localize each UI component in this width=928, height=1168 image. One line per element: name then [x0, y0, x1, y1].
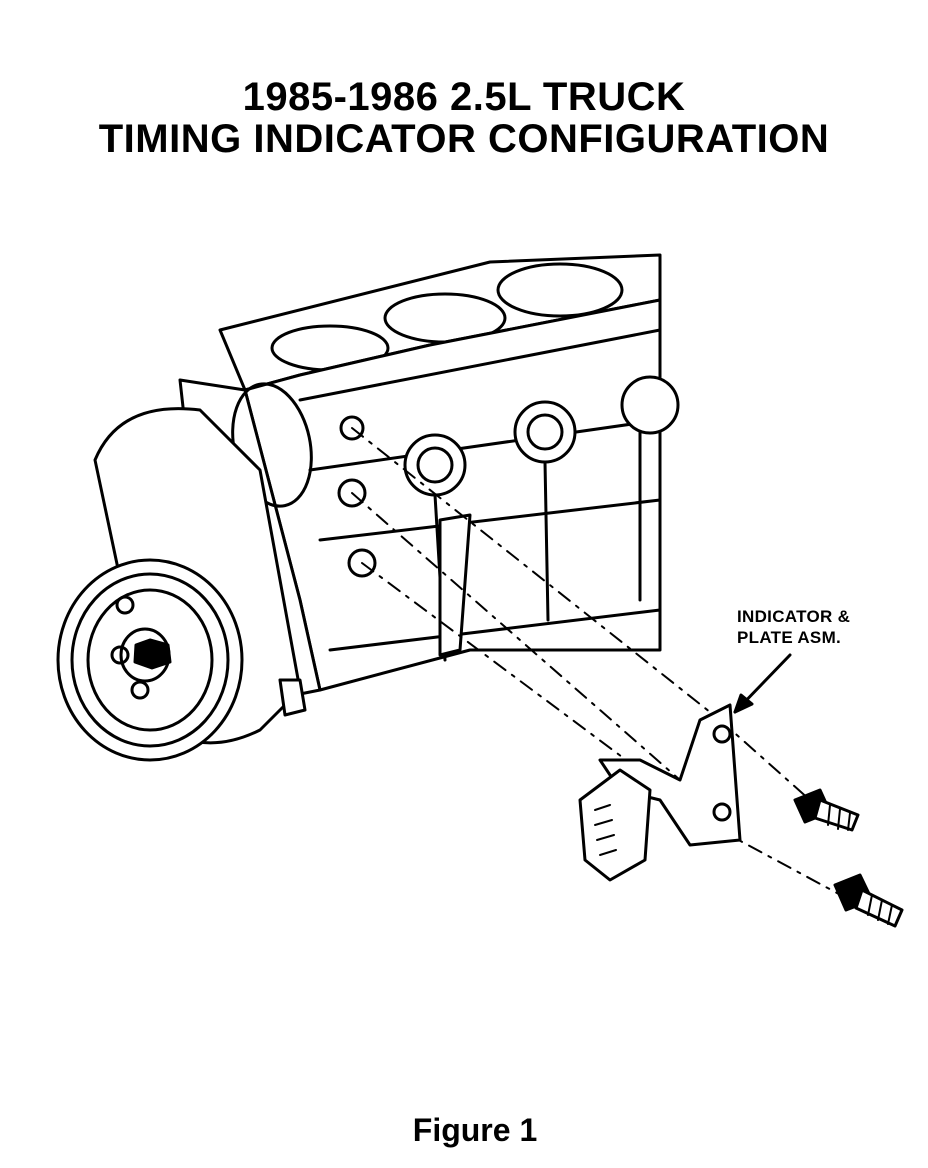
- boss-1: [403, 433, 467, 497]
- boss-3: [620, 375, 680, 435]
- alignment-line-1: [351, 427, 721, 721]
- boss-2-inner: [526, 413, 564, 451]
- bolt-hole-1: [339, 415, 365, 441]
- indicator-scale: [578, 768, 652, 882]
- cover-stud: [278, 678, 307, 717]
- bolt-1: [793, 788, 860, 832]
- title-line-1: 1985-1986 2.5L TRUCK: [242, 75, 686, 119]
- title-line-2: TIMING INDICATOR CONFIGURATION: [98, 117, 830, 161]
- pulley-bolt-hole-2: [110, 645, 130, 665]
- callout-arrowhead: [733, 693, 754, 714]
- pulley-bolt-hole-3: [130, 680, 150, 700]
- alignment-line-2: [351, 492, 681, 781]
- plate-slot-1: [712, 724, 732, 744]
- pulley-center-bolt: [133, 638, 172, 670]
- alignment-line-4: [719, 719, 811, 801]
- alignment-line-5: [719, 829, 851, 901]
- pulley-bolt-hole-1: [115, 595, 135, 615]
- block-rail-upper: [298, 328, 662, 402]
- plate-slot-2: [712, 802, 732, 822]
- boss-1-inner: [416, 446, 454, 484]
- callout-line-2: PLATE ASM.: [737, 628, 842, 647]
- pulley-groove-1: [70, 572, 230, 748]
- figure-caption: Figure 1: [412, 1112, 538, 1148]
- indicator-callout: INDICATOR & PLATE ASM.: [737, 606, 850, 648]
- bolt-hole-2: [337, 478, 367, 508]
- block-rail-middle: [308, 418, 662, 472]
- callout-line-1: INDICATOR &: [737, 607, 851, 626]
- dipstick-tube: [438, 513, 472, 657]
- block-rail-lower: [318, 498, 662, 542]
- rib-2: [543, 460, 550, 622]
- boss-2: [513, 400, 577, 464]
- block-rail-bottom: [328, 608, 662, 652]
- bolt-2: [833, 873, 904, 928]
- pulley-groove-2: [86, 588, 214, 732]
- cylinder-bore-3: [496, 262, 624, 318]
- bolt-hole-3: [347, 548, 377, 578]
